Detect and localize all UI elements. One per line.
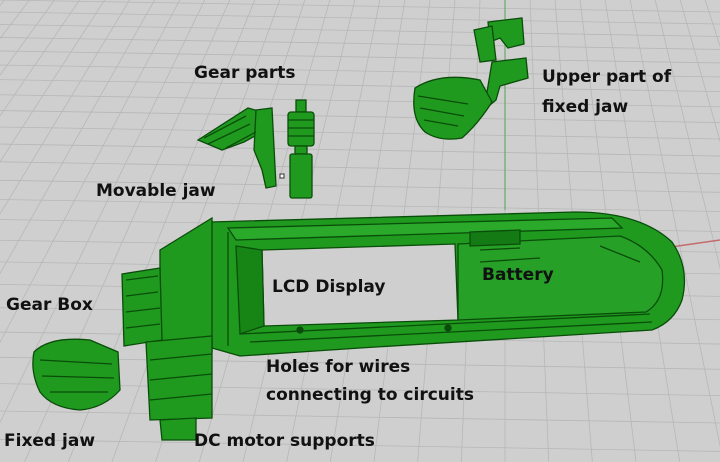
main-body-part[interactable] (209, 211, 686, 357)
label-gear-box: Gear Box (6, 295, 93, 315)
upper-fixed-jaw-part[interactable] (413, 17, 529, 140)
gear-shaft-part[interactable] (287, 99, 315, 199)
grid-line-radial (0, 0, 206, 424)
grid-line-radial (24, 0, 231, 462)
grid-line-horizontal (0, 94, 720, 108)
grid-line-horizontal (0, 161, 720, 175)
movable-jaw-part[interactable] (196, 107, 277, 189)
grid-line-horizontal (0, 110, 720, 123)
label-dc-motor-supports: DC motor supports (194, 431, 375, 451)
label-lcd-display: LCD Display (272, 277, 386, 297)
label-fixed-jaw: Fixed jaw (4, 431, 96, 451)
grid-line-horizontal (0, 356, 720, 370)
label-holes-line1: Holes for wires (266, 357, 411, 377)
label-holes-line2: connecting to circuits (266, 385, 474, 405)
grid-line-horizontal (0, 37, 720, 50)
fixed-jaw-part[interactable] (32, 338, 121, 411)
grid-line-horizontal (0, 143, 720, 157)
grid-line-horizontal (0, 410, 720, 424)
grid-line-radial (629, 0, 720, 448)
label-upper-fixed-jaw-line2: fixed jaw (542, 97, 629, 117)
grid-line-horizontal (0, 11, 720, 25)
cursor-marker (279, 173, 285, 179)
grid-line-horizontal (0, 439, 720, 452)
grid-line-horizontal (0, 179, 720, 193)
grid-line-radial (0, 0, 181, 344)
label-movable-jaw: Movable jaw (96, 181, 216, 201)
grid-line-horizontal (0, 24, 720, 37)
dc-motor-support-part[interactable] (145, 335, 213, 441)
label-battery: Battery (482, 265, 554, 285)
grid-line-horizontal (0, 126, 720, 140)
grid-line-horizontal (0, 0, 720, 13)
label-upper-fixed-jaw-line1: Upper part of (542, 67, 672, 87)
grid-line-horizontal (0, 64, 720, 78)
grid-line-horizontal (0, 79, 720, 92)
gear-box-part[interactable] (121, 216, 213, 361)
grid-line-horizontal (0, 199, 720, 212)
grid-line-horizontal (0, 50, 720, 64)
label-gear-parts: Gear parts (194, 63, 296, 83)
